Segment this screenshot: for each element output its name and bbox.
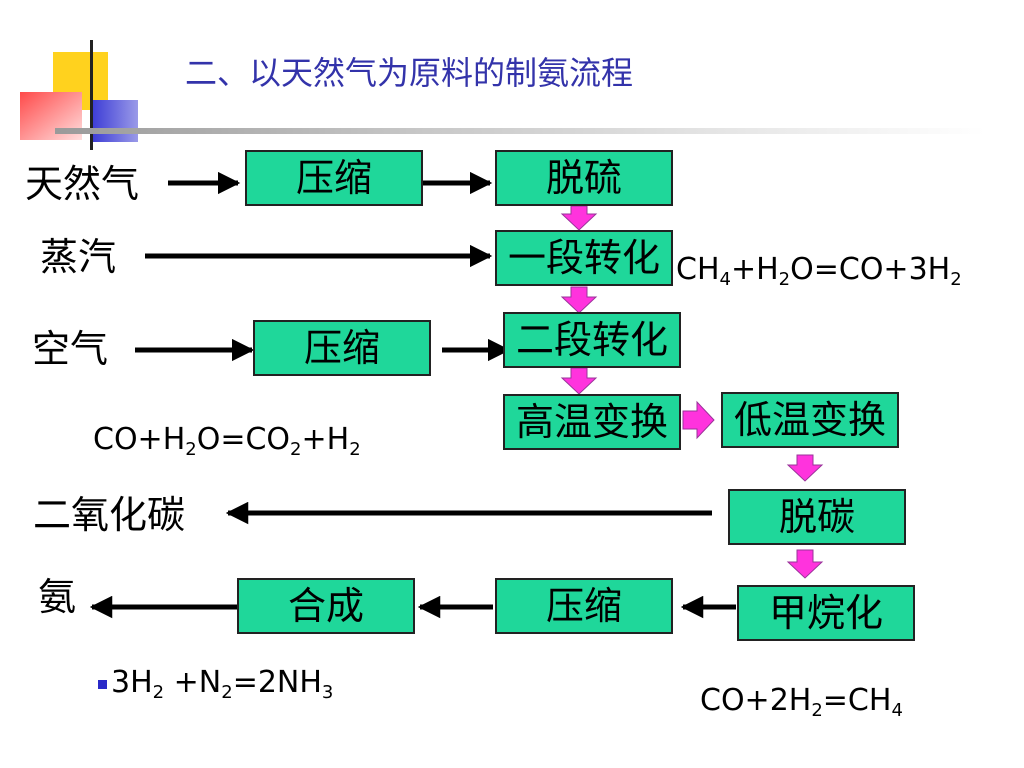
pink-arrow-desulfurize-to-primary [560,205,598,231]
label-ammonia: 氨 [38,575,77,619]
equation-methanation: CO+2H2=CH4 [700,683,903,721]
step-compress-air: 压缩 [253,320,431,376]
bullet-square [98,680,107,689]
page-title: 二、以天然气为原料的制氨流程 [185,54,634,92]
logo-vertical-line [90,40,93,150]
label-natural-gas: 天然气 [25,162,140,206]
equation-synthesis: 3H2 +N2=2NH3 [111,665,334,703]
label-steam: 蒸汽 [40,235,117,279]
pink-arrow-secondary-to-ht-shift [560,367,598,395]
pink-arrow-primary-to-secondary [560,286,598,314]
pink-arrow-lt-shift-to-decarbon [786,454,824,482]
step-methanation: 甲烷化 [737,585,915,641]
equation-reform: CH4+H2O=CO+3H2 [676,252,962,290]
step-synthesis: 合成 [237,578,415,634]
step-compress-syngas: 压缩 [495,578,673,634]
step-decarbon: 脱碳 [728,489,906,545]
pink-arrow-ht-to-lt-shift [682,400,715,440]
label-co2: 二氧化碳 [33,493,186,537]
equation-shift: CO+H2O=CO2+H2 [93,422,361,460]
pink-arrow-decarbon-to-methanation [786,549,824,579]
step-secondary-reform: 二段转化 [503,312,681,368]
step-lt-shift: 低温变换 [721,392,899,448]
step-compress-natural-gas: 压缩 [245,150,423,206]
label-air: 空气 [32,327,109,371]
title-divider [55,128,985,134]
step-primary-reform: 一段转化 [495,230,673,286]
logo-blue-square [93,100,138,142]
step-ht-shift: 高温变换 [503,394,681,450]
step-desulfurize: 脱硫 [495,150,673,206]
